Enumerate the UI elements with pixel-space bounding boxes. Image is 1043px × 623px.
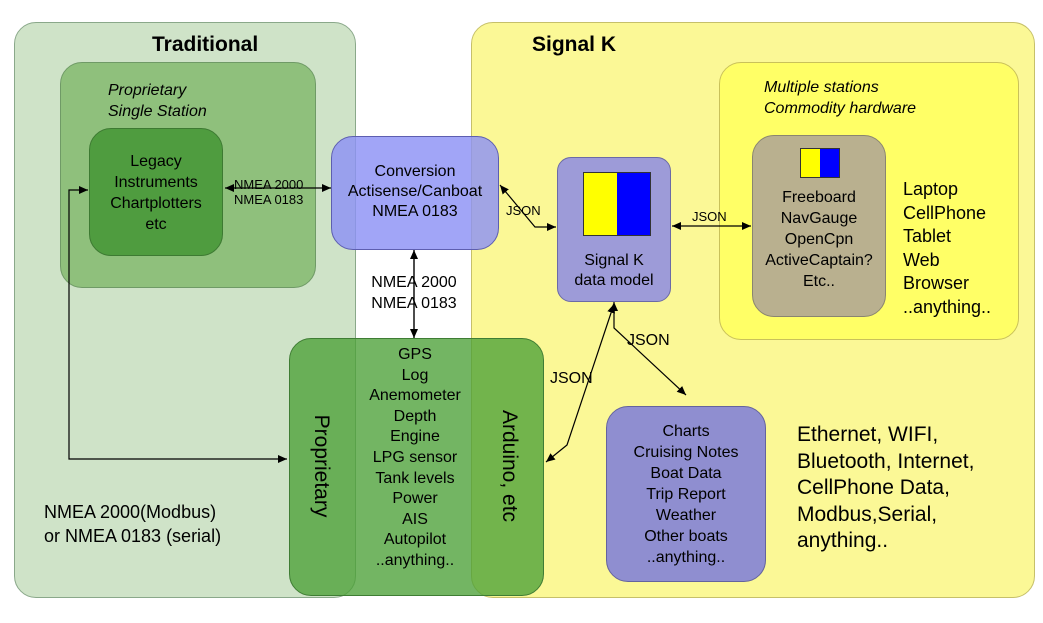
proprietary-station-label: Proprietary Single Station — [108, 80, 207, 122]
legacy-line: Chartplotters — [110, 195, 202, 212]
apps-list: Freeboard NavGauge OpenCpn ActiveCaptain… — [752, 187, 886, 292]
network-item: anything.. — [797, 529, 889, 552]
nmea-small-line: NMEA 2000 — [234, 177, 304, 192]
sensor-item: Anemometer — [369, 387, 461, 405]
model-line: Signal K — [584, 252, 644, 269]
legacy-line: Instruments — [114, 174, 198, 191]
sensor-item: Engine — [390, 428, 440, 446]
devices-list: Laptop CellPhone Tablet Web Browser ..an… — [903, 178, 991, 319]
conversion-line: Conversion — [374, 163, 456, 180]
legacy-line: etc — [145, 216, 167, 233]
multiple-stations-line1: Multiple stations — [764, 79, 879, 96]
sensor-item: Tank levels — [375, 469, 455, 487]
app-item: ActiveCaptain? — [765, 252, 873, 269]
network-item: Bluetooth, Internet, — [797, 449, 975, 473]
conversion-line: NMEA 0183 — [372, 203, 458, 220]
output-item: Other boats — [644, 528, 728, 545]
nmea-small-label: NMEA 2000 NMEA 0183 — [234, 177, 303, 207]
sensors-box — [289, 338, 544, 596]
outputs-box — [606, 406, 766, 582]
network-item: CellPhone Data, — [797, 476, 950, 499]
nmea-mid-line: NMEA 2000 — [371, 274, 457, 291]
output-item: Boat Data — [650, 465, 722, 482]
sensor-item: Autopilot — [383, 531, 447, 549]
sensors-left-label: Proprietary — [310, 414, 333, 518]
network-item: Modbus,Serial, — [797, 502, 938, 526]
signalk-flag-icon — [583, 172, 651, 236]
nmea-mid-line: NMEA 0183 — [371, 295, 457, 312]
multiple-stations-line2: Commodity hardware — [764, 100, 917, 117]
output-item: Cruising Notes — [633, 444, 739, 461]
json-apps-label: JSON — [692, 209, 727, 224]
model-line: data model — [574, 272, 654, 289]
legacy-line: Legacy — [130, 153, 182, 170]
sensor-item: LPG sensor — [372, 448, 458, 466]
proprietary-station-line1: Proprietary — [108, 82, 187, 99]
app-item: Freeboard — [782, 189, 856, 206]
output-item: Trip Report — [646, 486, 726, 503]
json-conversion-label: JSON — [506, 203, 541, 218]
footer-line: or NMEA 0183 (serial) — [44, 526, 222, 546]
sensor-item: Log — [401, 366, 429, 384]
device-item: Laptop — [903, 179, 959, 199]
traditional-title: Traditional — [152, 33, 259, 56]
output-item: Charts — [662, 423, 710, 440]
app-item: OpenCpn — [784, 231, 854, 248]
network-list: Ethernet, WIFI, Bluetooth, Internet, Cel… — [797, 422, 974, 555]
output-item: ..anything.. — [646, 549, 726, 566]
device-item: Web — [903, 249, 940, 270]
traditional-footer: NMEA 2000(Modbus) or NMEA 0183 (serial) — [44, 500, 221, 548]
output-item: Weather — [655, 507, 717, 524]
sensor-item: AIS — [402, 510, 428, 528]
outputs-list: Charts Cruising Notes Boat Data Trip Rep… — [606, 421, 766, 568]
conversion-line: Actisense/Canboat — [347, 183, 483, 200]
json-left-label: JSON — [550, 370, 593, 387]
app-item: NavGauge — [780, 210, 858, 227]
nmea-mid-label: NMEA 2000 NMEA 0183 — [356, 272, 472, 314]
sensor-item: GPS — [398, 346, 432, 363]
multiple-stations-label: Multiple stations Commodity hardware — [764, 77, 916, 119]
sensors-right-label: Arduino, etc — [498, 409, 521, 523]
sensor-item: Power — [392, 490, 438, 508]
device-item: CellPhone — [903, 202, 987, 223]
apps-flag-icon — [800, 148, 840, 178]
signalk-model-text: Signal K data model — [557, 251, 671, 291]
legacy-instruments-text: Legacy Instruments Chartplotters etc — [89, 151, 223, 235]
proprietary-station-line2: Single Station — [108, 103, 207, 120]
device-item: Tablet — [903, 226, 952, 246]
nmea-small-line: NMEA 0183 — [234, 192, 304, 207]
conversion-box — [331, 136, 499, 250]
network-item: Ethernet, WIFI, — [797, 423, 939, 446]
signalk-title: Signal K — [532, 33, 617, 56]
footer-line: NMEA 2000(Modbus) — [44, 502, 217, 522]
device-item: Browser — [903, 273, 970, 293]
conversion-text: Conversion Actisense/Canboat NMEA 0183 — [331, 162, 499, 222]
sensors-list: GPS Log Anemometer Depth Engine LPG sens… — [354, 345, 476, 572]
sensor-item: ..anything.. — [375, 551, 455, 569]
sensor-item: Depth — [393, 407, 437, 425]
json-down-label: JSON — [627, 332, 670, 349]
device-item: ..anything.. — [903, 296, 992, 317]
app-item: Etc.. — [802, 273, 835, 290]
